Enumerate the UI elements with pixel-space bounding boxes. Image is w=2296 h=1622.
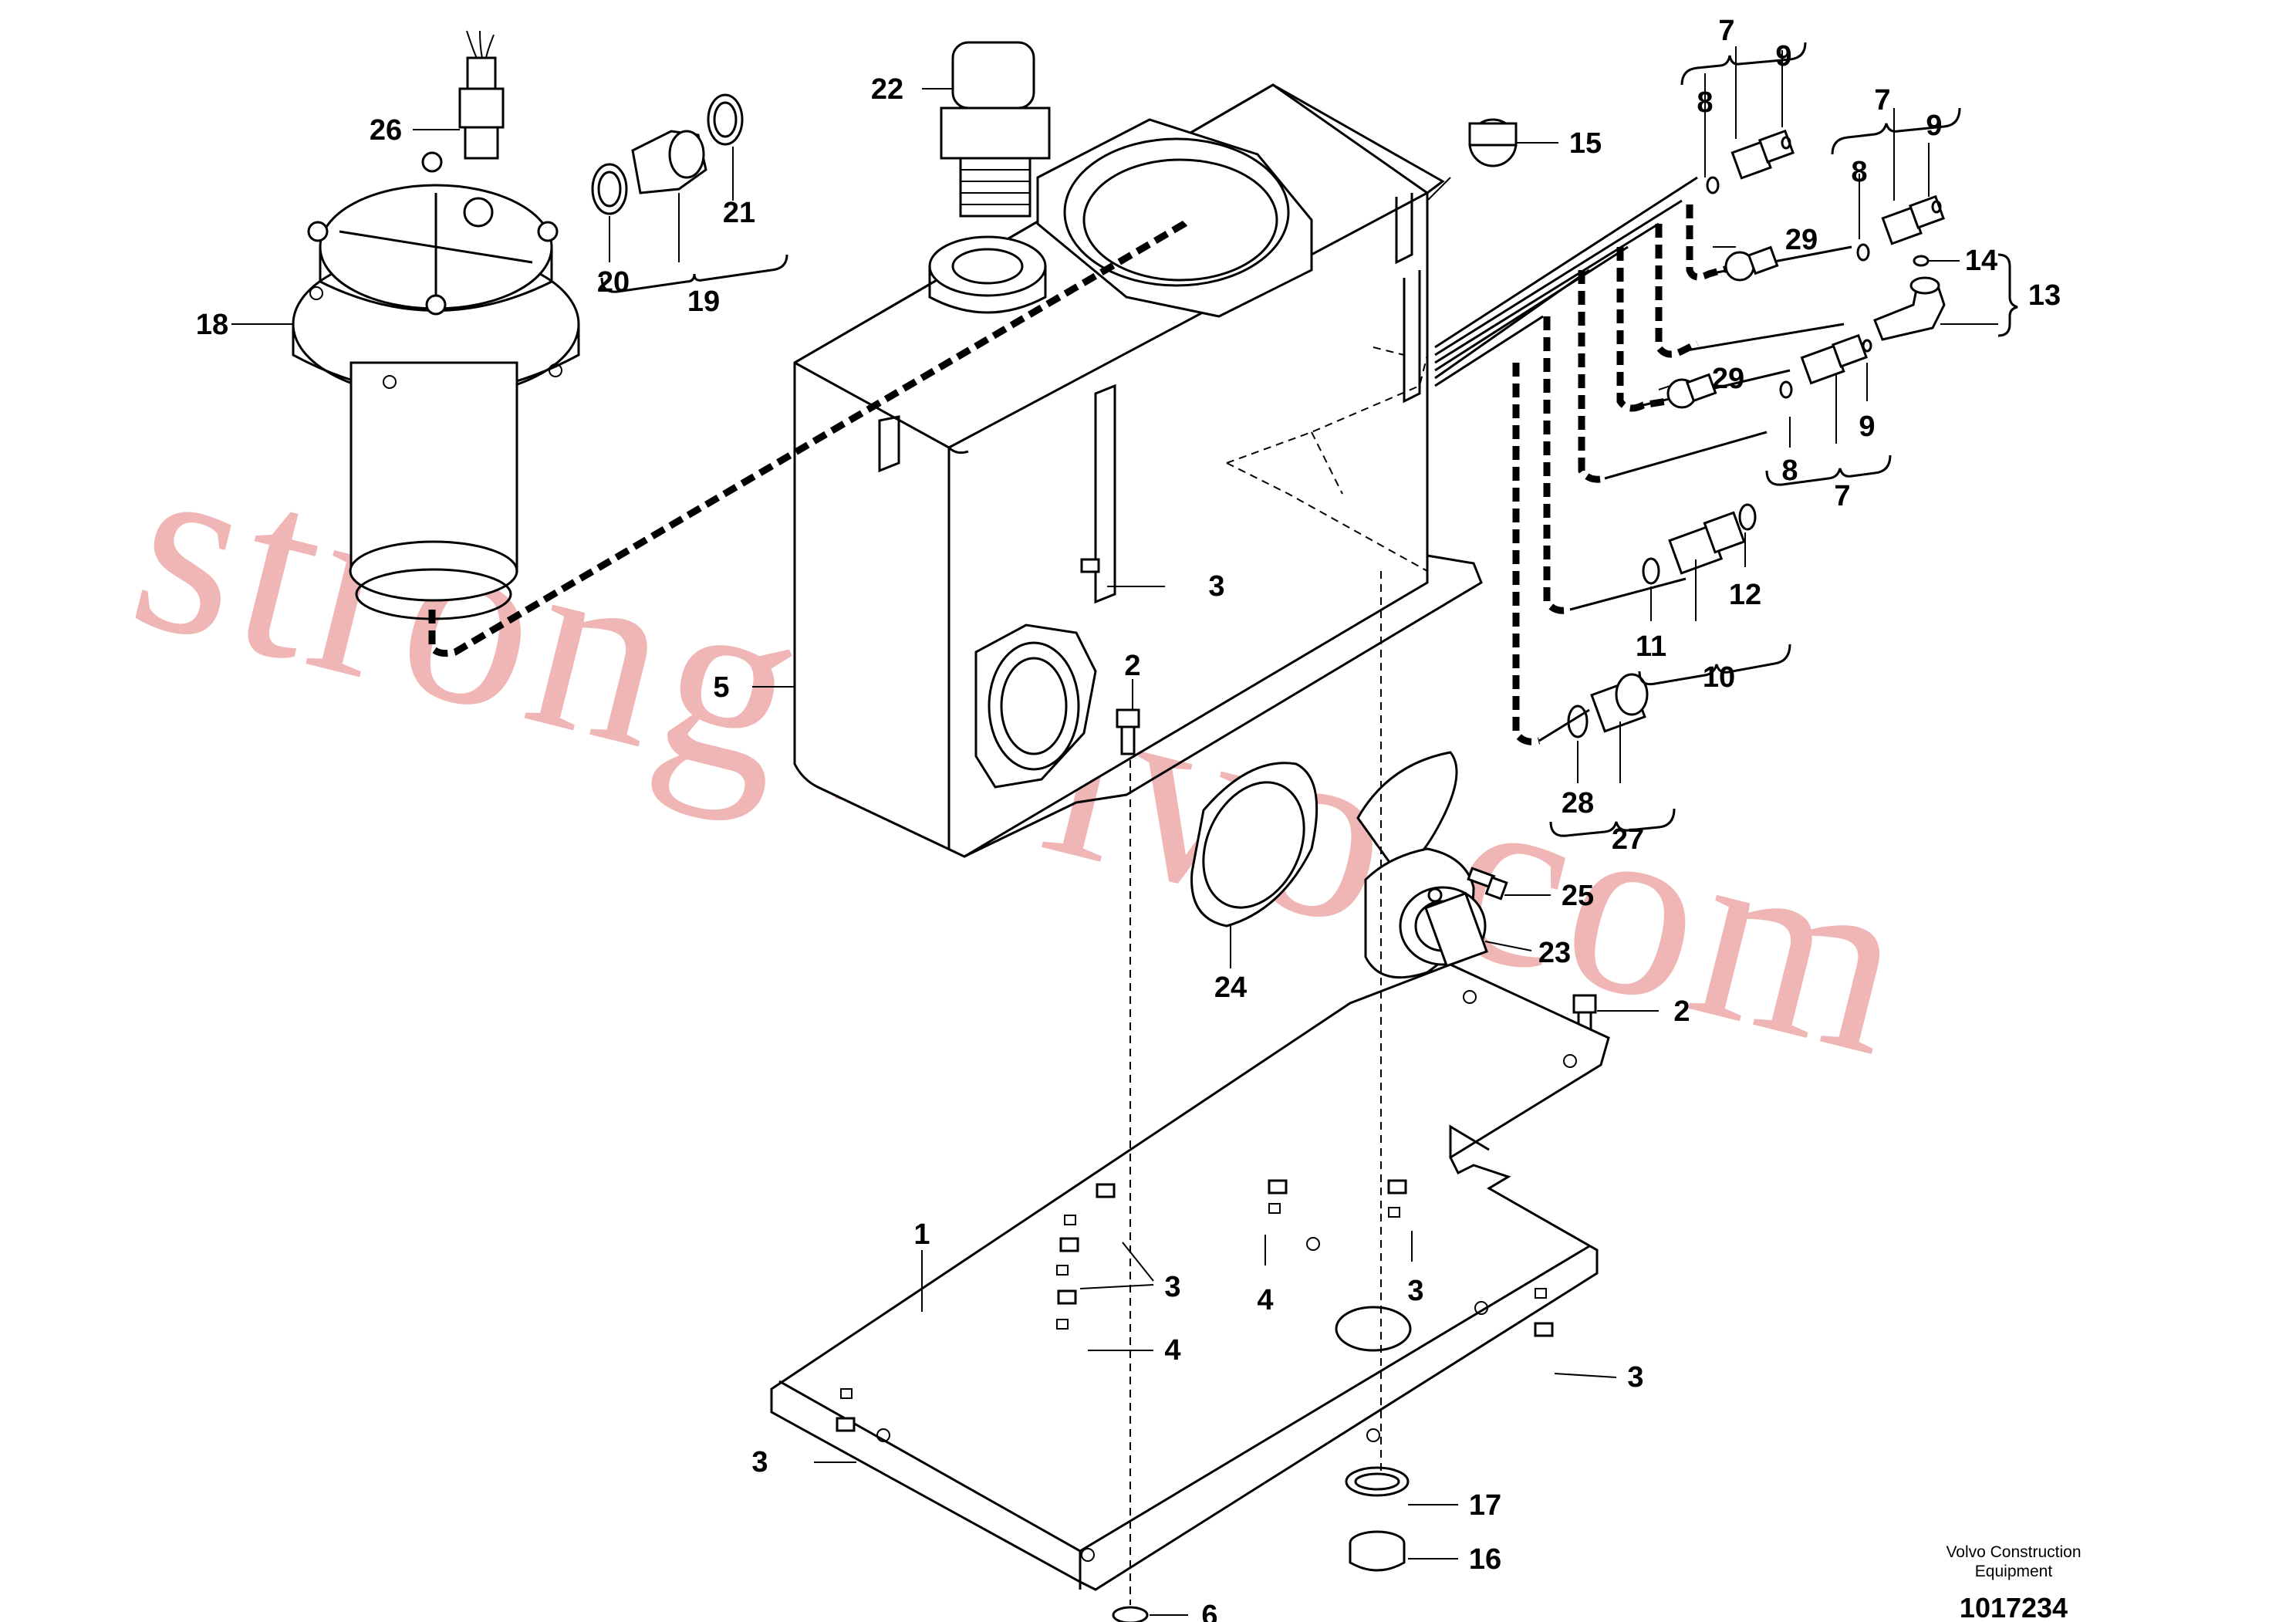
breather-filter [940,41,1051,218]
label-28: 28 [1562,787,1594,819]
label-12: 12 [1729,579,1761,611]
filter-housing [292,151,580,620]
label-4-left: 4 [1164,1334,1180,1367]
o-ring-17 [1345,1466,1410,1497]
label-4-center: 4 [1257,1284,1273,1316]
label-3-far-left: 3 [751,1446,768,1478]
label-20: 20 [597,266,630,299]
label-16: 16 [1469,1543,1501,1576]
label-26: 26 [370,114,402,147]
group-brackets [600,42,2018,837]
caption-doc-number: 1017234 [1960,1592,2068,1622]
plug-15 [1468,118,1518,167]
label-23: 23 [1538,937,1571,969]
part-labels: 1 2 2 3 3 3 3 3 4 4 5 6 7 7 7 8 8 8 9 9 … [196,15,2061,1622]
bolt-25 [1467,867,1508,901]
fitting-group-10 [1642,503,1757,585]
label-1: 1 [913,1218,930,1251]
clips [836,558,1554,1432]
label-17: 17 [1469,1489,1501,1522]
label-10: 10 [1703,661,1735,694]
label-27: 27 [1612,823,1644,856]
label-3-tank: 3 [1208,570,1224,603]
label-29-low: 29 [1712,363,1744,395]
label-11: 11 [1636,630,1666,663]
label-18: 18 [196,309,228,341]
label-3-right-base: 3 [1407,1275,1423,1307]
bolt-2-upper [1116,708,1140,755]
label-19: 19 [687,286,720,318]
gasket-24 [1190,762,1319,928]
hydraulic-tank [793,83,1483,858]
pressure-sensor [458,30,505,160]
label-14: 14 [1965,245,1997,277]
label-22: 22 [871,73,903,106]
label-5: 5 [713,671,729,704]
fitting-group-lower [1666,333,1872,409]
label-9-low: 9 [1859,411,1875,443]
label-3-far-right: 3 [1627,1361,1643,1394]
label-25: 25 [1562,880,1594,912]
label-6: 6 [1201,1600,1217,1622]
label-2-upper: 2 [1124,650,1140,682]
elbow-fitting-13 [1873,255,1946,341]
label-24: 24 [1214,972,1247,1004]
leader-lines [231,46,1998,1616]
fitting-group-middle [1724,194,1945,282]
caption-company-line2: Equipment [1975,1563,2053,1580]
suction-strainer [1356,751,1488,979]
adapter-fitting-kit [591,93,744,215]
fitting-group-top [1706,129,1795,194]
label-9-mid: 9 [1926,110,1942,142]
label-2-lower: 2 [1673,995,1690,1028]
plug-group-27 [1567,673,1649,738]
nut-6 [1112,1606,1149,1622]
label-29-top: 29 [1785,224,1818,256]
label-3-left-base: 3 [1164,1271,1180,1303]
plug-16 [1349,1530,1406,1572]
caption-company-line1: Volvo Construction [1946,1543,2081,1561]
label-8-mid: 8 [1851,156,1867,188]
label-21: 21 [723,197,755,229]
label-13: 13 [2028,279,2061,312]
label-15: 15 [1569,127,1602,160]
label-7-top: 7 [1718,15,1734,47]
label-8-top: 8 [1697,86,1713,119]
fitting-lines [1434,176,1852,745]
label-8-low: 8 [1781,454,1798,487]
label-7-mid: 7 [1874,84,1890,117]
base-frame [770,963,1610,1591]
label-9-top: 9 [1775,40,1791,73]
routing-line-filter [428,217,1191,657]
label-7-low: 7 [1834,480,1850,512]
caption-block: Volvo Construction Equipment 1017234 [1946,1543,2081,1622]
